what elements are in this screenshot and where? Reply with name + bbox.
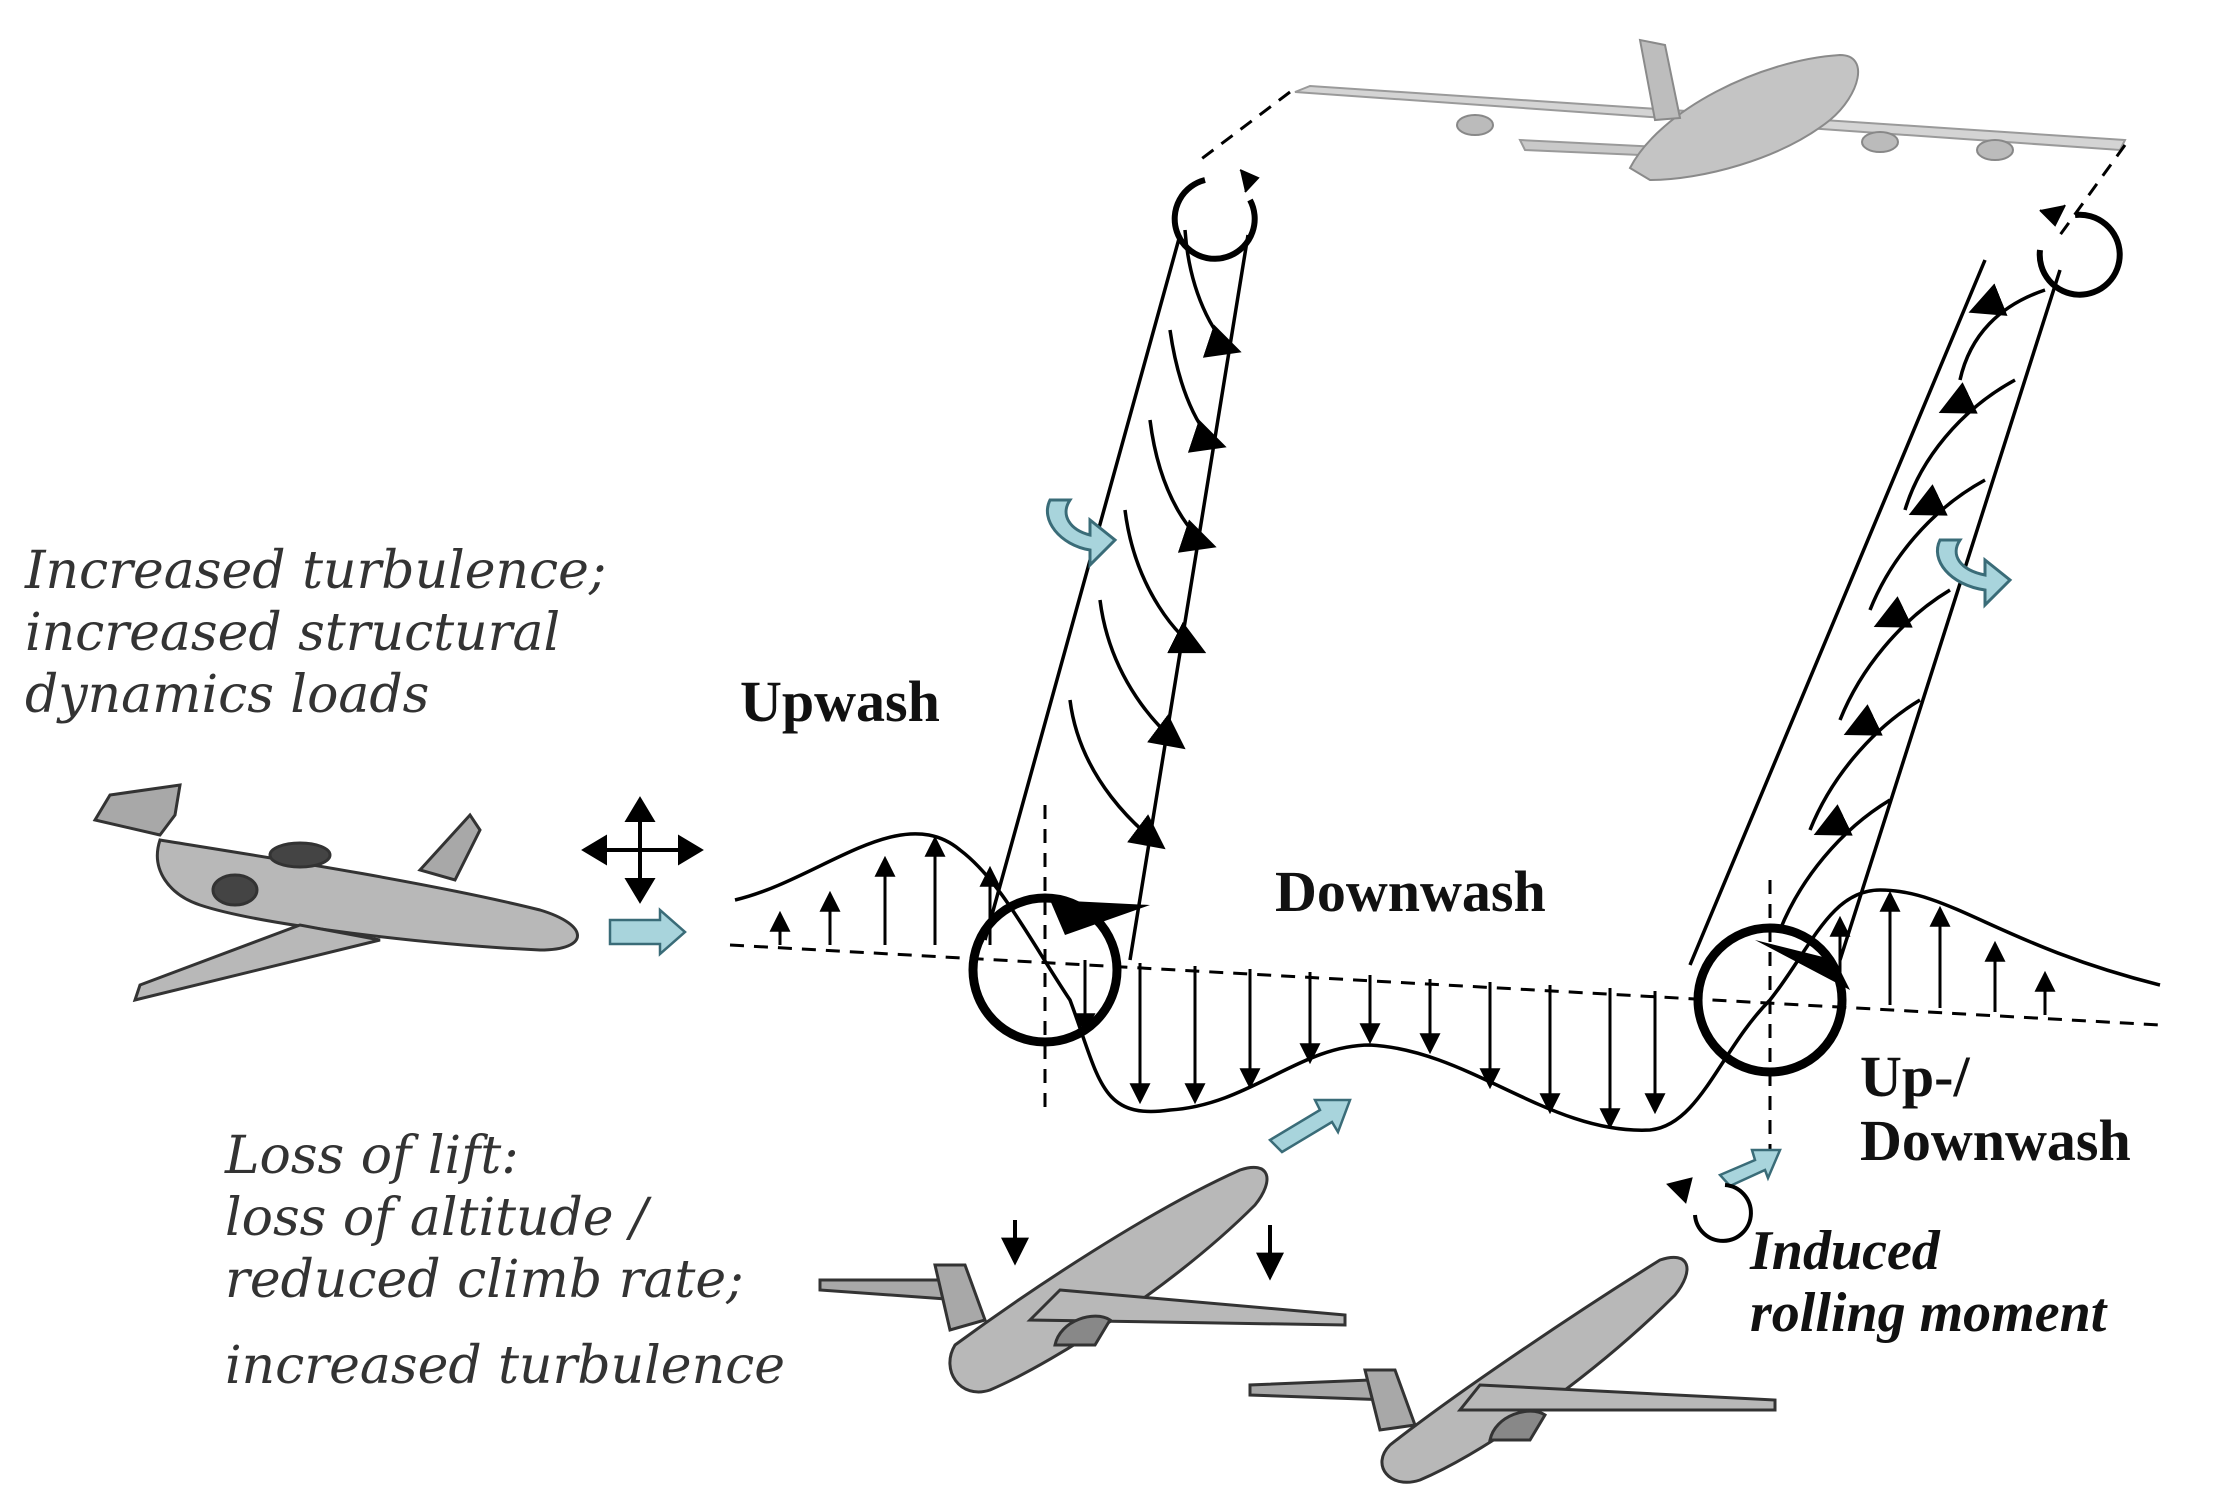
up-downwash-line-1: Up-/ [1860,1044,1970,1109]
center-effect-line-4: increased turbulence [225,1336,785,1396]
center-effect-line-2: loss of altitude / [225,1188,648,1248]
right-effect-line-1: Induced [1750,1220,1940,1282]
induced-roll-icon [1666,1177,1753,1243]
right-effect-label: Induced rolling moment [1750,1220,2106,1344]
left-effect-line-2: increased structural [25,603,561,663]
main-vortex-right [1693,923,1847,1077]
vortex-arrow-left [1050,900,1150,935]
right-vortex-tube [1688,259,2062,966]
up-downwash-label: Up-/ Downwash [1860,1045,2131,1173]
business-jet-icon [92,783,579,1003]
wingtip-traces [1199,90,2127,236]
wake-vortex-icon [1171,169,2123,298]
left-vortex-tube [983,229,1250,961]
left-effect-line-3: dynamics loads [25,665,430,725]
right-effect-line-2: rolling moment [1750,1282,2107,1344]
downwash-label: Downwash [1275,859,1546,924]
upwash-arrows-left [769,835,1001,945]
upwash-arrows-right [1829,890,2056,1015]
move-arrows-icon [581,796,704,904]
vortex-arrow-right [1755,940,1850,990]
upwash-label: Upwash [740,669,940,734]
airliner-icon [818,1165,1347,1394]
flight-direction-arrow [608,907,1782,1188]
left-effect-label: Increased turbulence; increased structur… [25,540,606,726]
rotation-arrow-icon [1045,498,2013,609]
center-effect-line-1: Loss of lift: [225,1126,519,1186]
center-effect-line-3: reduced climb rate; [225,1250,744,1310]
rolling-airliner-icon [1248,1255,1777,1484]
generator-aircraft-icon [1294,38,2127,182]
left-effect-line-1: Increased turbulence; [25,541,607,601]
baseline [729,943,2161,1027]
main-vortex-left [968,893,1122,1047]
lift-loss-arrows [1001,1220,1284,1281]
downwash-arrows [1074,960,1666,1130]
center-effect-label: Loss of lift: loss of altitude / reduced… [225,1125,785,1397]
up-downwash-line-2: Downwash [1860,1108,2131,1173]
